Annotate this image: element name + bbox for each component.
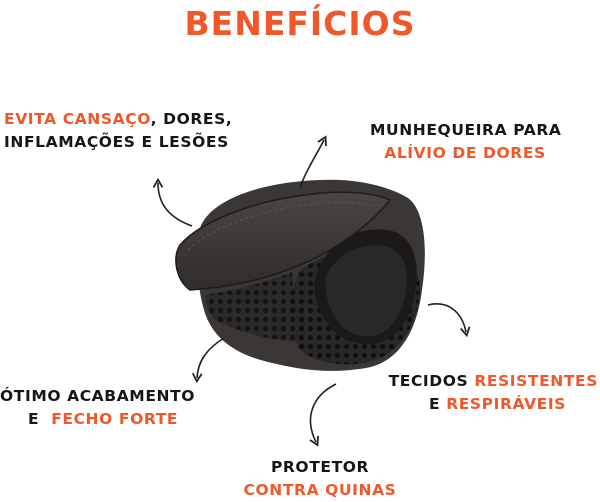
curved-arrow-icon bbox=[152, 177, 193, 227]
brace-side-mesh bbox=[205, 272, 296, 342]
benefit-bottom-left-line1: ÓTIMO ACABAMENTO bbox=[0, 387, 196, 405]
benefit-top-left: EVITA CANSAÇO, DORES, INFLAMAÇÕES E LESÕ… bbox=[4, 108, 232, 154]
curved-arrow-icon bbox=[309, 383, 337, 447]
benefit-bottom-right: TECIDOS RESISTENTES E RESPIRÁVEIS bbox=[380, 370, 598, 416]
benefit-bottom-right-line2: E RESPIRÁVEIS bbox=[380, 393, 598, 416]
brace-strap bbox=[175, 191, 392, 291]
benefit-highlight: FECHO FORTE bbox=[51, 410, 179, 428]
benefit-highlight: RESPIRÁVEIS bbox=[446, 395, 566, 413]
curved-arrow-icon bbox=[191, 337, 225, 384]
brace-strap-stitch bbox=[187, 201, 377, 251]
benefit-bottom-center-line1: PROTETOR bbox=[270, 458, 370, 476]
benefit-bottom-left: ÓTIMO ACABAMENTO E FECHO FORTE bbox=[0, 385, 195, 431]
benefit-bottom-center-line2: CONTRA QUINAS bbox=[243, 481, 397, 499]
benefit-top-right-line1: MUNHEQUEIRA PARA bbox=[370, 121, 562, 139]
benefit-text: TECIDOS bbox=[388, 372, 469, 390]
curved-arrow-icon bbox=[427, 303, 471, 338]
benefit-bottom-center: PROTETOR CONTRA QUINAS bbox=[240, 456, 400, 502]
benefit-text: , DORES, bbox=[150, 110, 233, 128]
benefit-bottom-left-line2: E FECHO FORTE bbox=[0, 408, 195, 431]
brace-lining bbox=[325, 245, 408, 337]
benefit-text: E bbox=[428, 395, 441, 413]
benefit-top-right: MUNHEQUEIRA PARA ALÍVIO DE DORES bbox=[370, 119, 562, 165]
benefit-top-right-line2: ALÍVIO DE DORES bbox=[384, 144, 546, 162]
curved-arrow-icon bbox=[299, 135, 327, 189]
benefit-highlight: RESISTENTES bbox=[474, 372, 598, 390]
benefit-highlight: EVITA CANSAÇO bbox=[4, 110, 151, 128]
benefit-top-left-line2: INFLAMAÇÕES E LESÕES bbox=[4, 133, 229, 151]
benefit-bottom-right-line1: TECIDOS RESISTENTES bbox=[380, 370, 598, 393]
benefit-top-left-line1: EVITA CANSAÇO, DORES, bbox=[4, 108, 232, 131]
page-title: BENEFÍCIOS bbox=[184, 4, 416, 43]
wrist-brace-product bbox=[175, 179, 425, 371]
benefit-text: E bbox=[28, 410, 40, 428]
